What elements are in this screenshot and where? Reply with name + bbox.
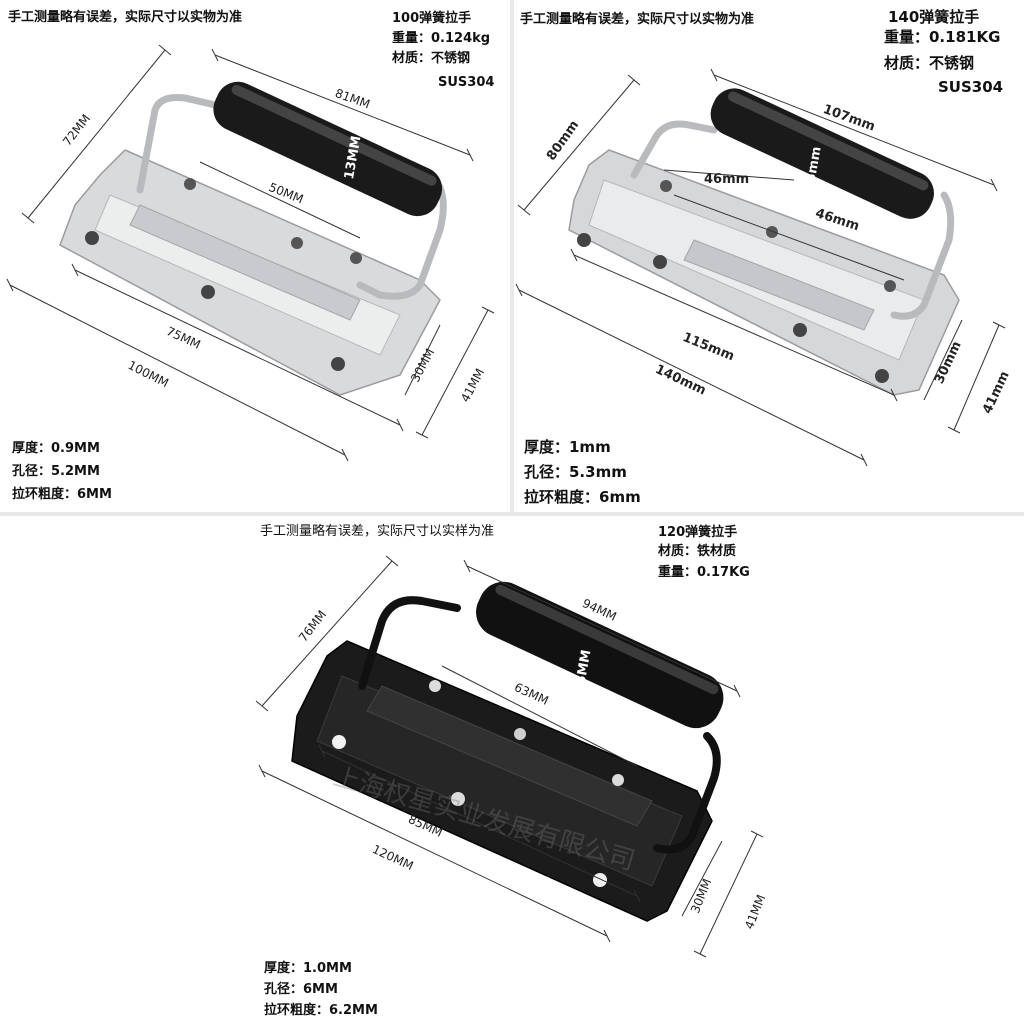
spec-material: 材质：不锈钢 — [884, 54, 975, 72]
handle-photo-120 — [255, 555, 764, 958]
rubber-grip — [476, 581, 724, 729]
mount-hole — [332, 735, 346, 749]
mount-hole — [201, 285, 215, 299]
dimension-lines — [255, 555, 764, 958]
mount-hole — [184, 178, 196, 190]
mount-hole — [884, 280, 896, 292]
mount-hole — [593, 873, 607, 887]
product-panel-100: 手工测量略有误差，实际尺寸以实物为准 100弹簧拉手 重量：0.124kg 材质… — [0, 0, 510, 512]
mount-hole — [429, 680, 441, 692]
panel-divider-vertical — [510, 0, 514, 512]
rubber-grip — [710, 88, 934, 219]
spec-grade: SUS304 — [438, 75, 495, 90]
spec-thickness: 厚度：1mm — [524, 438, 611, 456]
product-panel-120: 上海权星实业发展有限公司 手工测量略有误差，实际尺寸以实样为准 120弹簧拉手 … — [252, 516, 772, 1024]
measurement-note: 手工测量略有误差，实际尺寸以实物为准 — [520, 12, 755, 27]
spec-hole-diameter: 孔径：6MM — [264, 982, 338, 997]
handle-photo-100 — [6, 44, 495, 462]
spec-title: 100弹簧拉手 — [392, 11, 472, 26]
spec-grade: SUS304 — [938, 78, 1004, 96]
spec-thickness: 厚度：1.0MM — [264, 961, 352, 976]
spec-thickness: 厚度：0.9MM — [12, 441, 100, 456]
measurement-note: 手工测量略有误差，实际尺寸以实物为准 — [8, 10, 243, 25]
mount-hole — [350, 252, 362, 264]
spec-hole-diameter: 孔径：5.2MM — [12, 464, 100, 479]
product-panel-140: 手工测量略有误差，实际尺寸以实物为准 140弹簧拉手 重量：0.181KG 材质… — [514, 0, 1024, 512]
mount-hole — [653, 255, 667, 269]
wire-bail — [358, 596, 721, 854]
measurement-note: 手工测量略有误差，实际尺寸以实样为准 — [260, 524, 495, 539]
mount-hole — [793, 323, 807, 337]
dimension-lines — [515, 68, 1006, 467]
spec-title: 120弹簧拉手 — [658, 525, 738, 540]
spec-ring-diameter: 拉环粗度：6MM — [12, 487, 112, 502]
panel-divider-horizontal — [0, 512, 1024, 516]
mount-hole — [577, 233, 591, 247]
dimension-lines — [6, 44, 495, 462]
mount-hole — [85, 231, 99, 245]
mount-hole — [451, 792, 465, 806]
dim-hole-span-a: 46mm — [704, 172, 750, 187]
mount-hole — [766, 226, 778, 238]
spec-ring-diameter: 拉环粗度：6.2MM — [264, 1003, 378, 1018]
spec-material: 材质：不锈钢 — [392, 51, 471, 66]
spec-weight: 重量：0.124kg — [392, 31, 491, 46]
spec-material: 材质：铁材质 — [658, 544, 737, 559]
handle-photo-140 — [515, 68, 1006, 467]
mount-hole — [291, 237, 303, 249]
spec-ring-diameter: 拉环粗度：6mm — [524, 488, 641, 506]
rubber-grip — [213, 81, 443, 217]
mount-hole — [612, 774, 624, 786]
mount-hole — [875, 369, 889, 383]
mount-hole — [660, 180, 672, 192]
wire-bail — [630, 120, 955, 320]
spec-title: 140弹簧拉手 — [888, 8, 980, 26]
spec-hole-diameter: 孔径：5.3mm — [524, 463, 627, 481]
spec-weight: 重量：0.17KG — [658, 565, 750, 580]
mount-hole — [331, 357, 345, 371]
mount-hole — [514, 728, 526, 740]
spec-weight: 重量：0.181KG — [884, 28, 1001, 46]
